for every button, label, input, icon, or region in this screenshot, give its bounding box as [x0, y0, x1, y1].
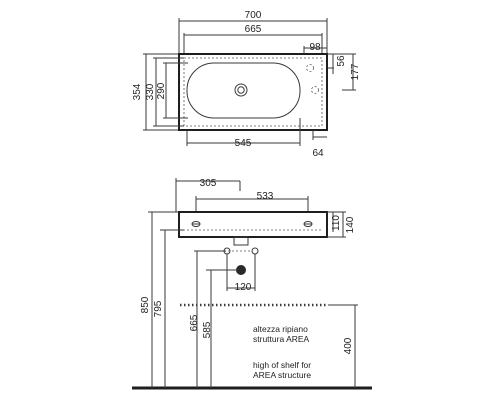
dim-110-label: 110	[331, 215, 342, 231]
dim-400-label: 400	[343, 337, 354, 354]
dim-177-label: 177	[350, 63, 361, 80]
dim-700-label: 700	[245, 10, 262, 21]
basin-inner-outline	[183, 57, 323, 127]
fixing-bolt-right	[251, 247, 259, 255]
dim-290-label: 290	[156, 82, 167, 99]
dim-850-label: 850	[140, 296, 151, 313]
tap-hole-lower	[311, 86, 319, 94]
basin-side-outline	[178, 211, 328, 238]
dim-56-label: 56	[336, 55, 347, 67]
top-view: 700 665 98 354 330 290 56 177	[132, 10, 361, 159]
bowl-outline	[186, 62, 301, 119]
note-en-line-2: AREA structure	[253, 370, 311, 380]
dim-330-label: 330	[145, 83, 156, 100]
basin-outline	[178, 53, 328, 131]
tap-hole-upper	[306, 64, 314, 72]
waste-outlet	[233, 236, 249, 246]
dim-98-label: 98	[309, 42, 321, 53]
note-it-line-2: struttura AREA	[253, 334, 310, 344]
dim-305-label: 305	[200, 178, 217, 189]
dim-665-label: 665	[189, 314, 200, 331]
dim-665-label: 665	[245, 24, 262, 35]
drain-pipe-symbol	[236, 265, 246, 275]
dim-64-label: 64	[312, 148, 324, 159]
dim-354-label: 354	[132, 83, 143, 100]
note-en-line-1: high of shelf for	[253, 360, 311, 370]
dim-545-label: 545	[235, 138, 252, 149]
dim-585-label: 585	[202, 321, 213, 338]
drain-inner	[237, 86, 245, 94]
side-view: 305 533 110 140 120	[132, 178, 372, 390]
dim-120-label: 120	[235, 282, 252, 293]
dim-795-label: 795	[153, 300, 164, 317]
note-it-line-1: altezza ripiano	[253, 324, 308, 334]
dim-533-label: 533	[257, 191, 274, 202]
dim-140-label: 140	[345, 216, 356, 233]
drain-outer	[234, 83, 248, 97]
